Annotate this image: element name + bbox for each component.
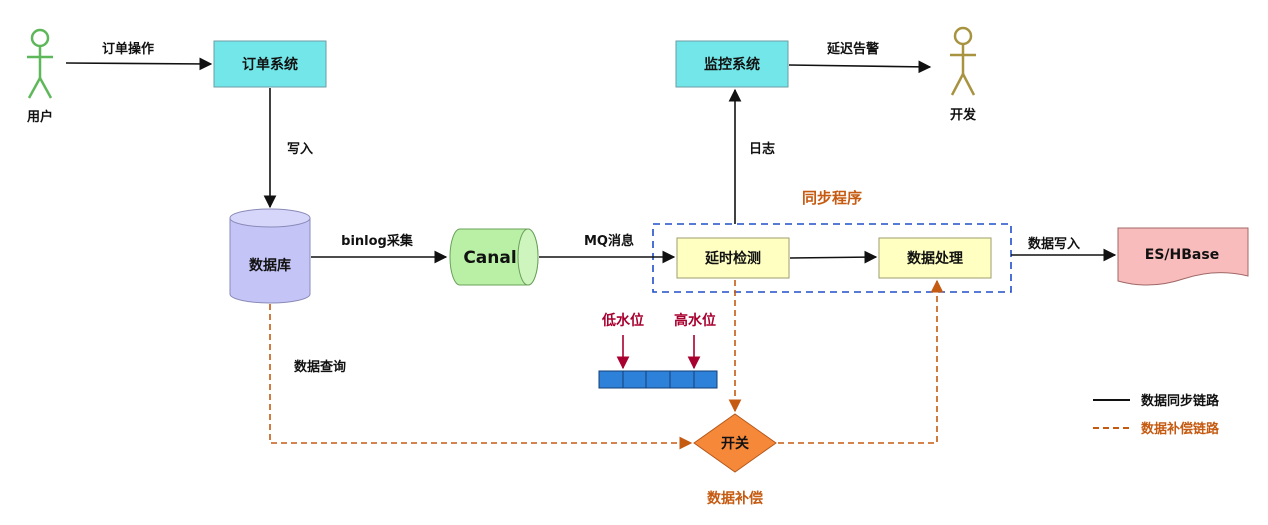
canal-label: Canal	[463, 248, 516, 268]
database-cylinder	[229, 208, 311, 304]
edge-order-operation	[65, 57, 213, 71]
user-actor-icon	[27, 28, 53, 99]
switch-diamond	[693, 413, 777, 473]
low-watermark-label: 低水位	[601, 312, 644, 329]
compensation-label: 数据补偿	[707, 490, 763, 507]
developer-label: 开发	[950, 107, 977, 123]
edge-data-write-label: 数据写入	[1028, 236, 1080, 252]
delay-check-box	[676, 237, 790, 279]
delay-check-label: 延时检测	[704, 250, 761, 267]
message-queue-buffer	[598, 370, 718, 389]
high-watermark-label: 高水位	[674, 312, 716, 329]
legend-sync-label: 数据同步链路	[1141, 393, 1220, 409]
developer-actor-icon	[950, 26, 976, 96]
edge-data-query-label: 数据查询	[294, 359, 346, 375]
edge-delay-alert	[788, 60, 932, 74]
edge-write-in-label: 写入	[287, 142, 313, 157]
sync-program-title: 同步程序	[802, 189, 862, 207]
edge-binlog-label: binlog采集	[341, 233, 414, 249]
user-label: 用户	[26, 109, 53, 125]
edge-check-to-process	[789, 250, 878, 264]
monitor-system-box	[675, 40, 789, 88]
edge-switch-to-process	[778, 279, 944, 444]
edge-mq-label: MQ消息	[584, 233, 634, 249]
edge-log-label: 日志	[749, 141, 775, 157]
es-hbase-label: ES/HBase	[1145, 247, 1219, 263]
legend-compensation-label: 数据补偿链路	[1141, 421, 1220, 437]
switch-label: 开关	[721, 435, 749, 452]
order-system-label: 订单系统	[242, 56, 298, 73]
monitor-system-label: 监控系统	[704, 56, 760, 73]
sync-program-group	[652, 223, 1012, 293]
data-process-label: 数据处理	[907, 250, 963, 267]
data-process-box	[878, 237, 992, 279]
order-system-box	[213, 40, 327, 88]
es-hbase-document	[1117, 227, 1249, 286]
canal-cylinder	[449, 228, 539, 286]
edge-delay-alert-label: 延迟告警	[826, 41, 879, 57]
database-label: 数据库	[249, 257, 291, 274]
edge-order-operation-label: 订单操作	[102, 41, 154, 57]
